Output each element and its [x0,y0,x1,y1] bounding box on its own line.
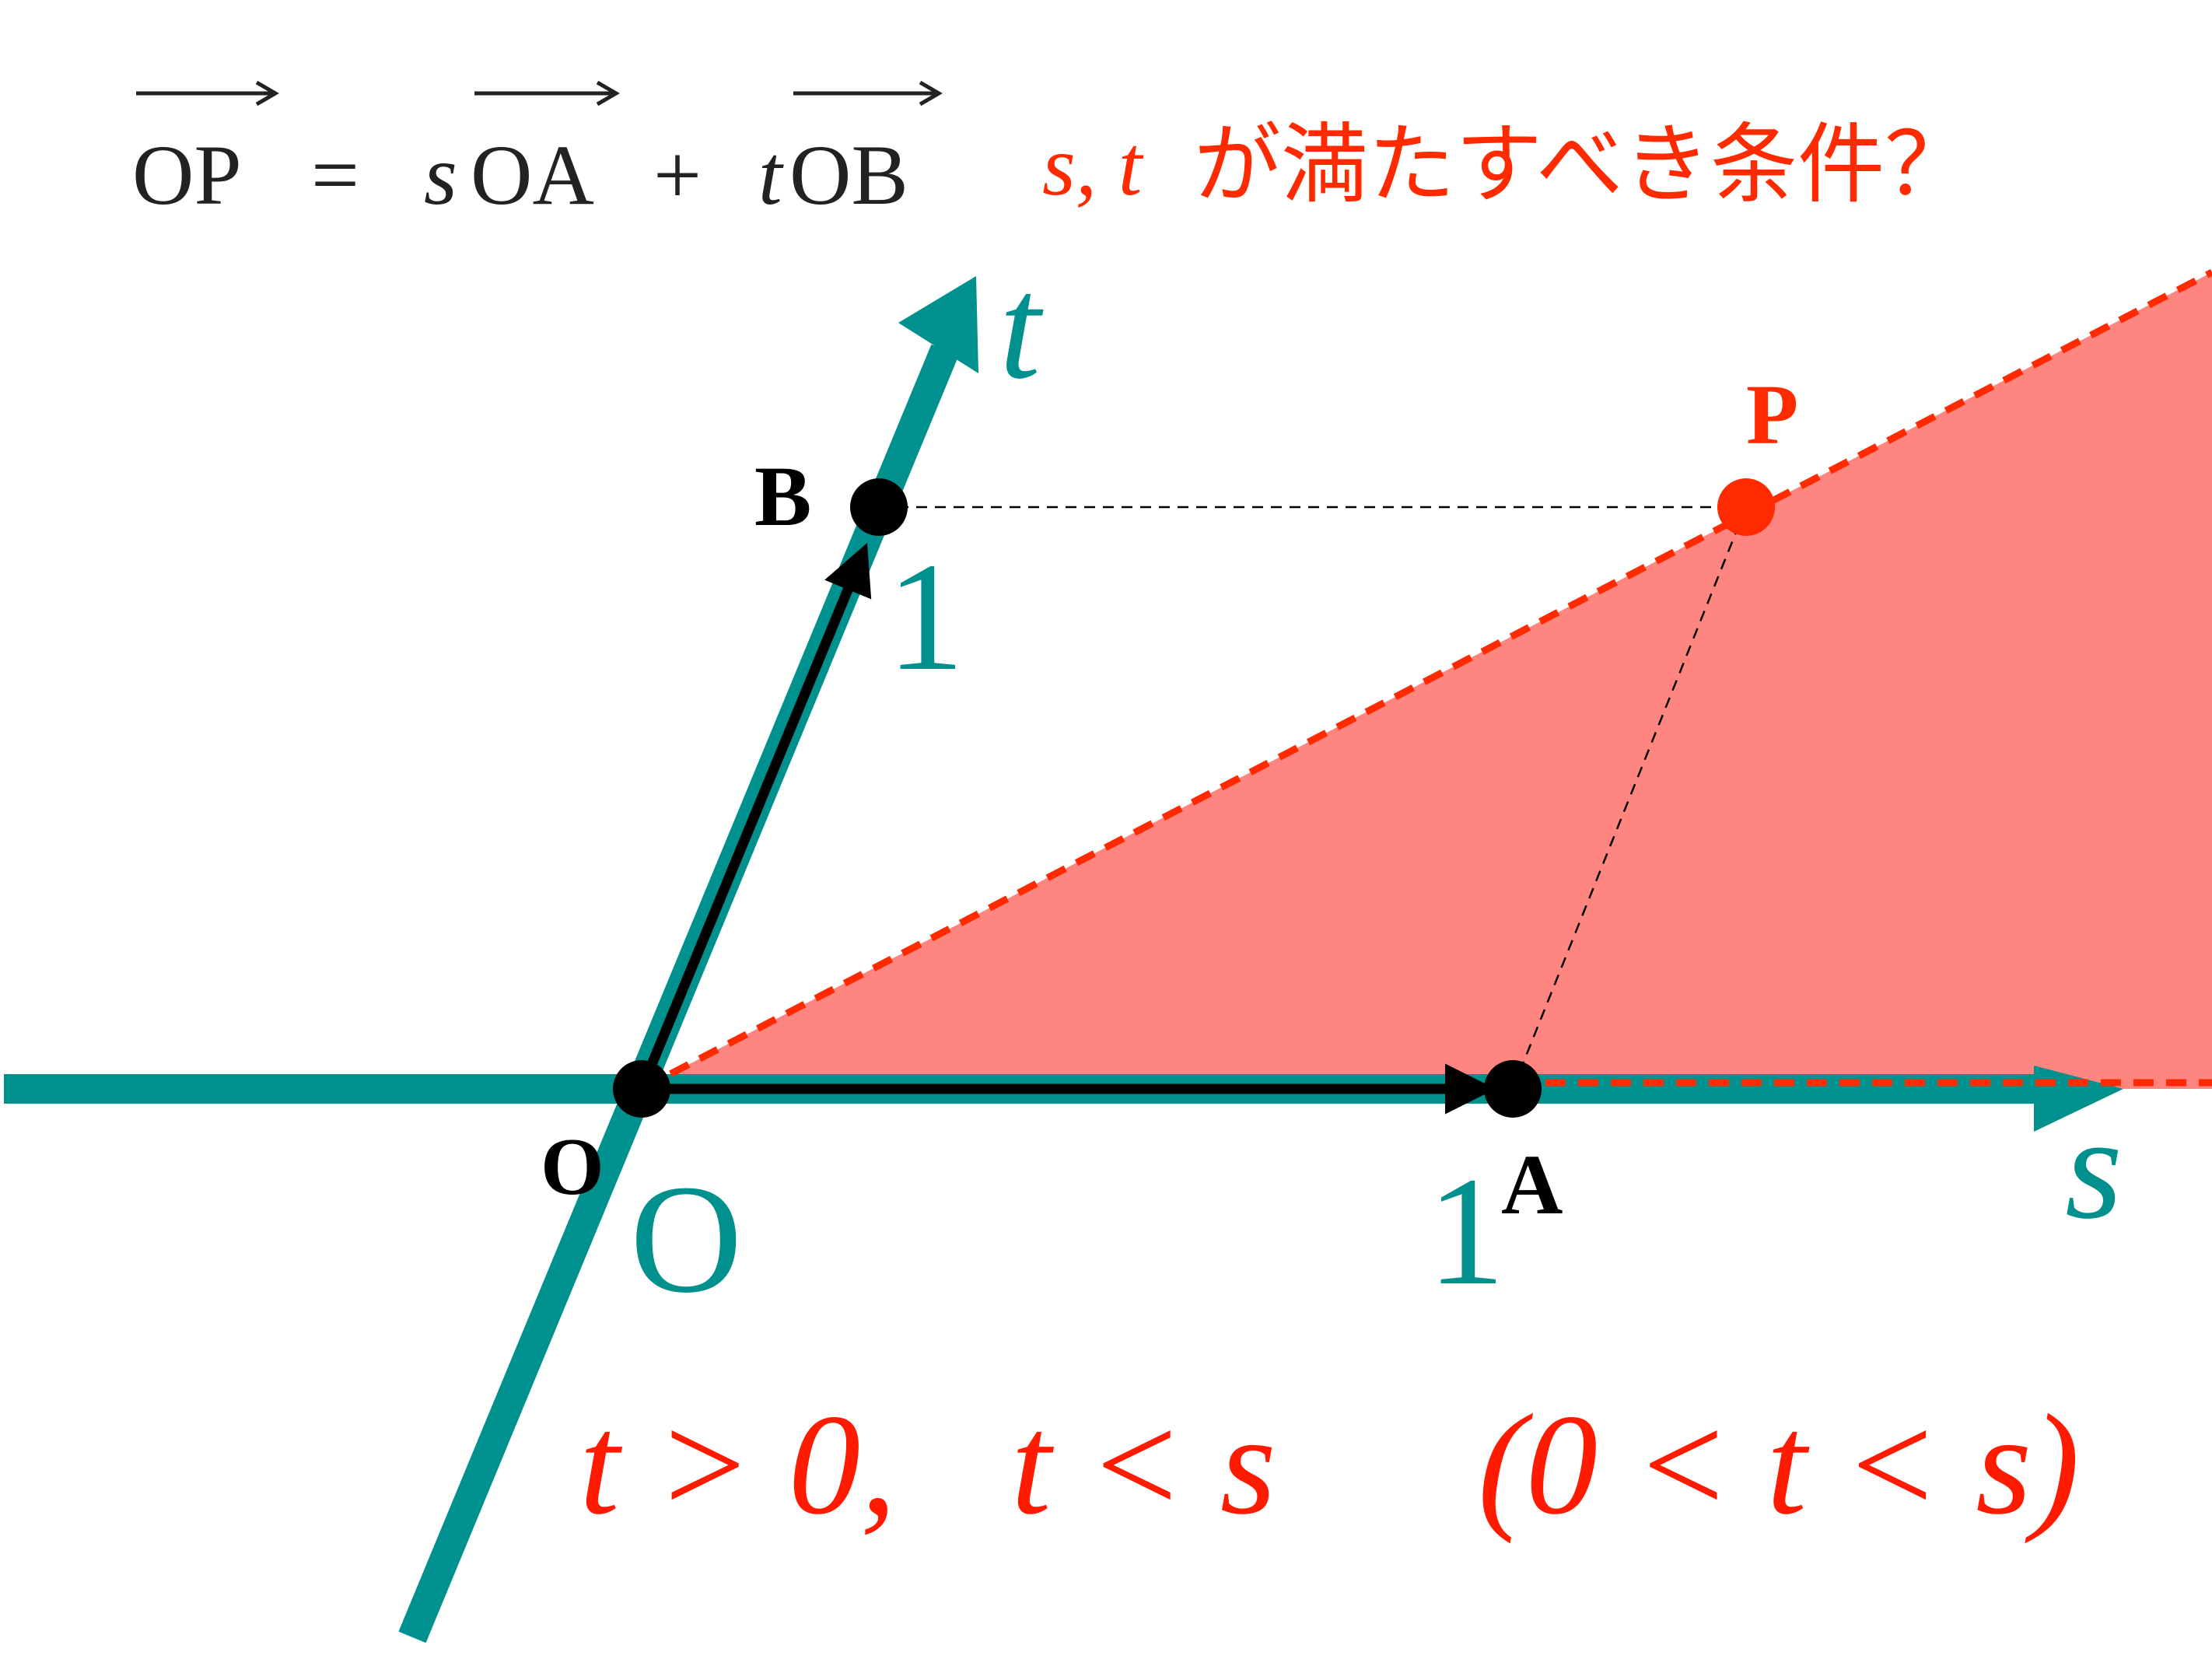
eq-plus: + [653,128,702,222]
point-b [850,478,908,536]
vector-ob [636,542,872,1091]
point-b-label: B [754,449,811,544]
s-tick-label: 1 [1427,1146,1505,1318]
answer-part3: (0 < t < s) [1478,1385,2080,1545]
point-p-label: P [1746,367,1798,462]
t-tick-label: 1 [887,531,964,703]
eq-vec-b: OB [789,128,908,222]
boundary-t-equals-s [639,269,2212,1092]
point-a-label: A [1501,1137,1563,1232]
answer-part2: t < s [1011,1385,1276,1545]
s-axis-arrowhead [2034,1066,2123,1132]
s-axis-label: s [2065,1087,2123,1250]
question-vars: s, t [1042,118,1144,213]
eq-coef-s: s [424,128,457,222]
point-p [1717,478,1775,536]
eq-vec-a: OA [471,128,594,222]
eq-coef-t: t [758,128,784,222]
point-o-label: O [541,1121,604,1212]
vector-overarrows [136,80,943,107]
point-a [1484,1060,1542,1118]
t-axis-label: t [999,247,1044,410]
t-axis-arrowhead [898,276,978,373]
eq-equals: = [311,128,359,222]
eq-lhs: OP [132,128,242,222]
question-text: が満たすべき条件？ [1194,117,1972,214]
point-o [613,1060,670,1118]
origin-label: O [630,1153,742,1325]
answer-part1: t > 0, [579,1385,897,1545]
